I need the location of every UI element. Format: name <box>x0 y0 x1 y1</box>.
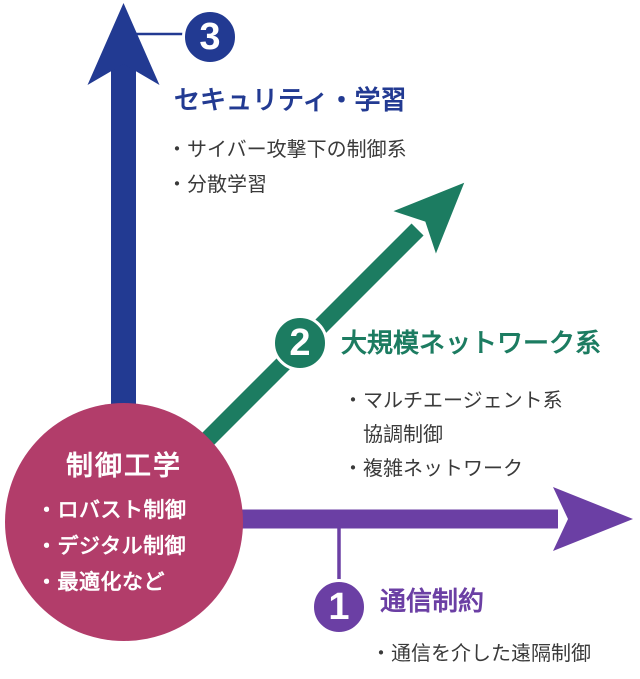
axis-3-bullet: ・サイバー攻撃下の制御系 <box>167 139 407 161</box>
axis-2-bullet-list: ・マルチエージェント系 協調制御 ・複雑ネットワーク <box>343 384 563 486</box>
up-arrow-icon <box>87 3 160 440</box>
axis-3-bullet-list: ・サイバー攻撃下の制御系 ・分散学習 <box>167 133 407 203</box>
badge-2-number: 2 <box>289 321 311 364</box>
core-field-bullet: ・デジタル制御 <box>36 535 187 558</box>
axis-2-bullet: 協調制御 <box>343 424 443 446</box>
axis-1-bullet: ・通信を介した遠隔制御 <box>371 643 591 665</box>
axis-2-bullet: ・マルチエージェント系 <box>343 390 563 412</box>
right-arrow-icon <box>235 487 633 551</box>
core-field-bullet: ・最適化など <box>36 571 165 594</box>
axis-3-title: セキュリティ・学習 <box>174 85 407 115</box>
badge-1: 1 <box>311 579 367 635</box>
axis-2-title: 大規模ネットワーク系 <box>341 328 602 358</box>
core-field-title: 制御工学 <box>66 451 182 481</box>
axis-1-bullet-list: ・通信を介した遠隔制御 <box>371 637 591 672</box>
axis-1-title: 通信制約 <box>380 586 485 616</box>
badge-2: 2 <box>272 315 328 371</box>
badge-3: 3 <box>182 9 238 65</box>
badge-3-number: 3 <box>199 15 221 58</box>
axis-2-bullet: ・複雑ネットワーク <box>343 458 523 480</box>
badge-1-number: 1 <box>328 585 350 628</box>
core-field-bullet-list: ・ロバスト制御 ・デジタル制御 ・最適化など <box>5 493 243 601</box>
core-field-circle: 制御工学 ・ロバスト制御 ・デジタル制御 ・最適化など <box>5 403 243 641</box>
core-field-bullet: ・ロバスト制御 <box>36 499 187 522</box>
axis-3-bullet: ・分散学習 <box>167 174 267 196</box>
